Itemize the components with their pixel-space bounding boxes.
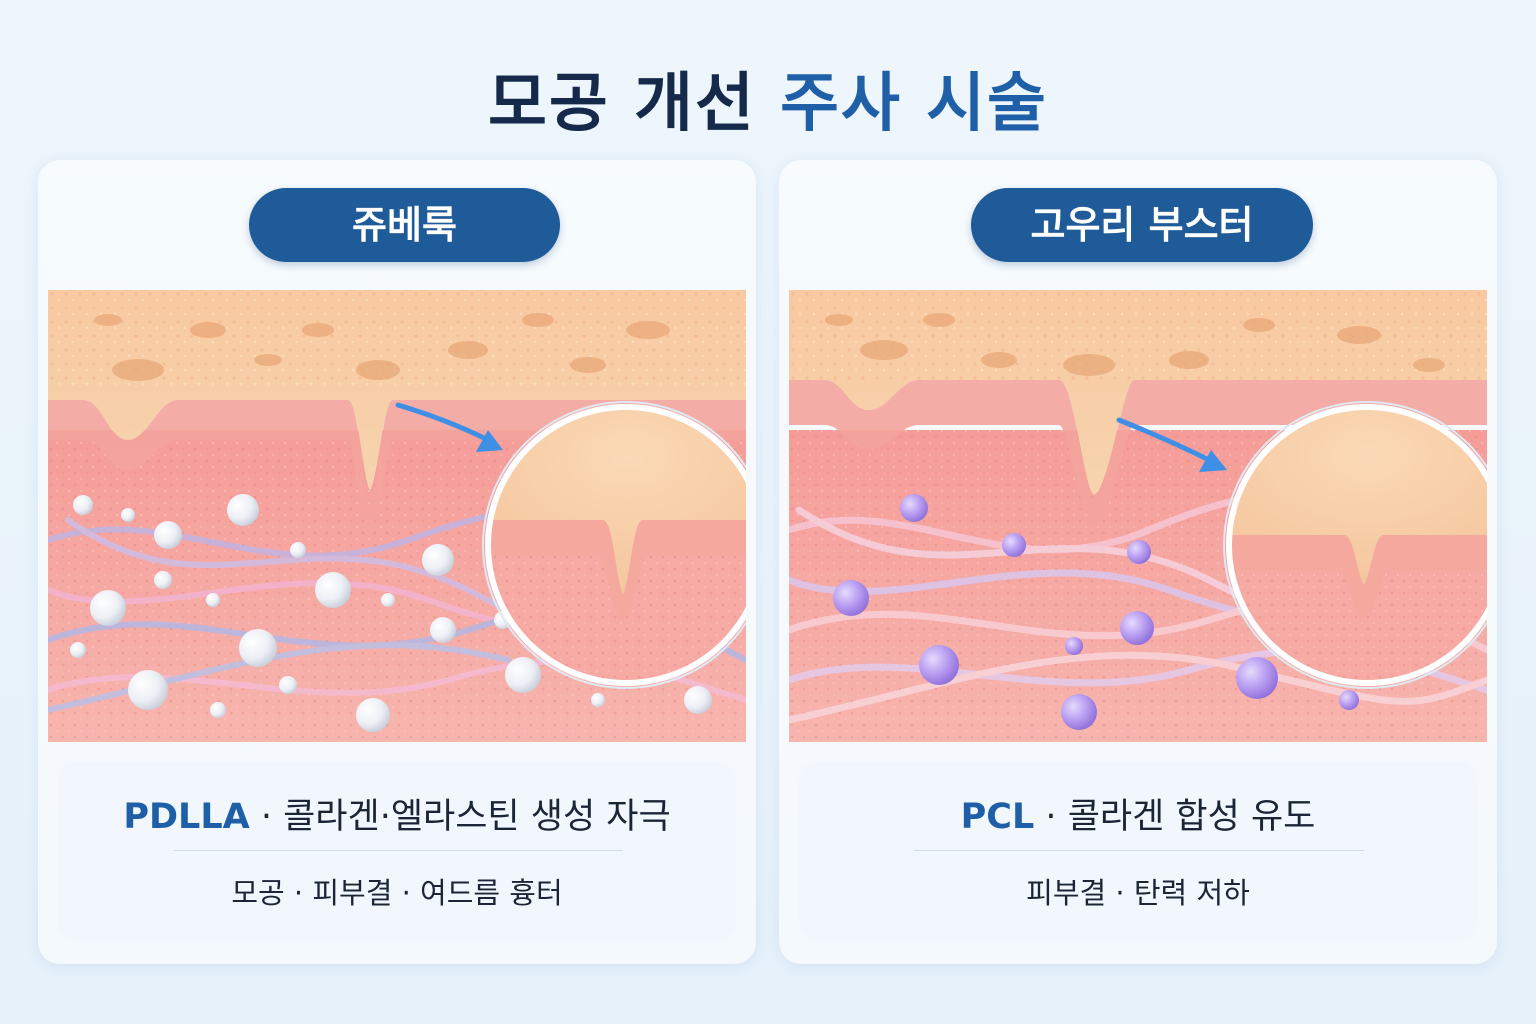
pdlla-particles bbox=[70, 494, 712, 732]
particle bbox=[833, 580, 869, 616]
effect-label: 콜라겐 합성 유도 bbox=[1067, 797, 1316, 837]
ingredient-label: PCL bbox=[960, 797, 1035, 837]
effect-label: 콜라겐·엘라스틴 생성 자극 bbox=[283, 797, 671, 837]
title-part1: 모공 개선 bbox=[488, 67, 756, 141]
particle bbox=[919, 645, 959, 685]
skin-cross-section-illustration bbox=[48, 290, 746, 742]
panel-info-box: PDLLA · 콜라겐·엘라스틴 생성 자극 모공 · 피부결 · 여드름 흉터 bbox=[58, 762, 736, 940]
particle bbox=[70, 642, 86, 658]
panel-info-box: PCL · 콜라겐 합성 유도 피부결 · 탄력 저하 bbox=[799, 762, 1477, 940]
particle bbox=[279, 676, 297, 694]
particle bbox=[1061, 694, 1097, 730]
skin-diagram-svg bbox=[48, 290, 746, 742]
ingredient-label: PDLLA bbox=[123, 797, 250, 837]
particle bbox=[422, 544, 454, 576]
particle bbox=[505, 657, 541, 693]
separator: · bbox=[249, 797, 284, 837]
particle bbox=[1120, 611, 1154, 645]
divider bbox=[173, 850, 623, 851]
particle bbox=[154, 571, 172, 589]
particle bbox=[900, 494, 928, 522]
particle bbox=[73, 495, 93, 515]
particle bbox=[128, 670, 168, 710]
particle bbox=[121, 508, 135, 522]
divider bbox=[914, 850, 1364, 851]
panel-name-badge: 고우리 부스터 bbox=[971, 188, 1313, 262]
particle bbox=[591, 693, 605, 707]
particle bbox=[1002, 533, 1026, 557]
particle bbox=[1065, 637, 1083, 655]
particle bbox=[1127, 540, 1151, 564]
title-part2: 주사 시술 bbox=[780, 67, 1048, 141]
separator: · bbox=[1034, 797, 1068, 837]
mechanism-line: PDLLA · 콜라겐·엘라스틴 생성 자극 bbox=[58, 788, 736, 839]
particle bbox=[239, 629, 277, 667]
particle bbox=[206, 593, 220, 607]
mechanism-line: PCL · 콜라겐 합성 유도 bbox=[799, 788, 1477, 839]
particle bbox=[430, 617, 456, 643]
particle bbox=[315, 572, 351, 608]
particle bbox=[381, 593, 395, 607]
particle bbox=[1339, 690, 1359, 710]
particle bbox=[154, 521, 182, 549]
particle bbox=[90, 590, 126, 626]
particle bbox=[290, 542, 306, 558]
particle bbox=[684, 686, 712, 714]
particle bbox=[1236, 657, 1278, 699]
particle bbox=[210, 702, 226, 718]
skin-diagram-svg bbox=[789, 290, 1487, 742]
page-title: 모공 개선 주사 시술 bbox=[0, 52, 1536, 144]
indications-label: 피부결 · 탄력 저하 bbox=[1026, 876, 1250, 910]
particle bbox=[227, 494, 259, 526]
skin-cross-section-illustration bbox=[789, 290, 1487, 742]
particle bbox=[356, 698, 390, 732]
pcl-particles bbox=[833, 494, 1408, 730]
indications-label: 모공 · 피부결 · 여드름 흉터 bbox=[231, 876, 563, 910]
panel-juvelook: 쥬베룩 bbox=[38, 160, 756, 964]
panel-gouri-booster: 고우리 부스터 bbox=[779, 160, 1497, 964]
panel-name-badge: 쥬베룩 bbox=[249, 188, 560, 262]
